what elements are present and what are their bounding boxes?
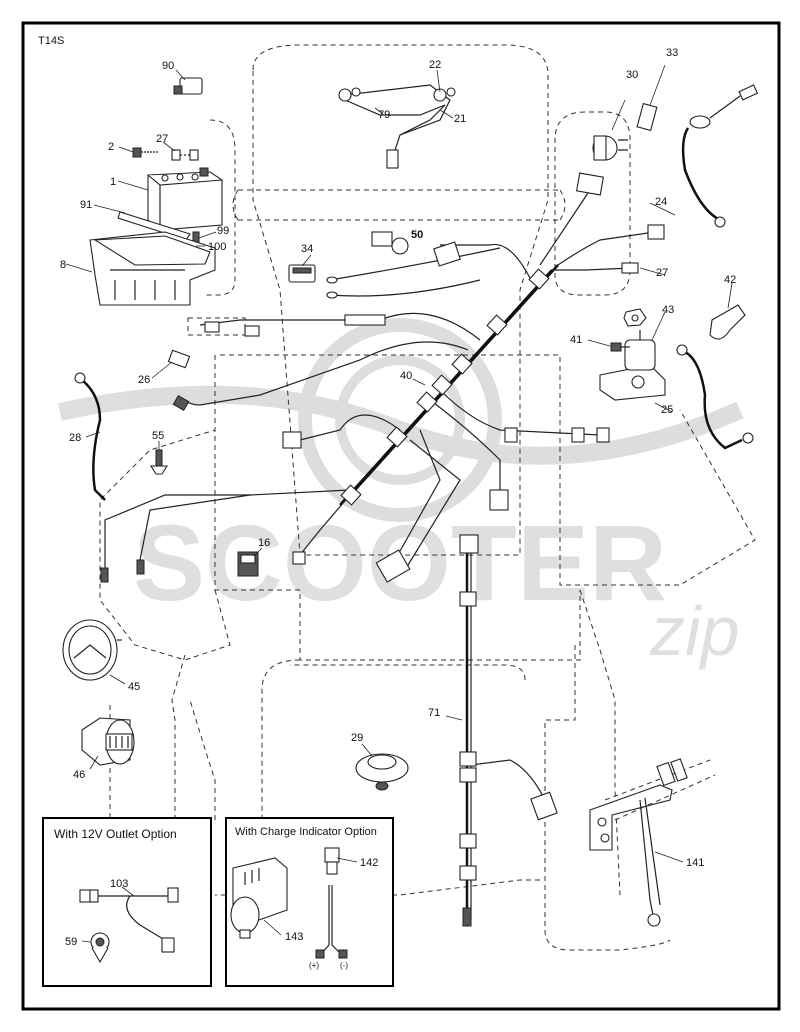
callout-34: 34 bbox=[301, 243, 313, 255]
charge-option-title: With Charge Indicator Option bbox=[235, 826, 377, 838]
harness-clips bbox=[204, 172, 665, 583]
part-33-connector bbox=[636, 64, 666, 132]
plus-terminal-label: (+) bbox=[309, 961, 319, 970]
callout-22: 22 bbox=[429, 59, 441, 71]
callout-42: 42 bbox=[724, 274, 736, 286]
callout-50: 50 bbox=[411, 229, 423, 241]
callout-30: 30 bbox=[626, 69, 638, 81]
part-16-relay bbox=[237, 551, 259, 577]
outlet-option-title: With 12V Outlet Option bbox=[54, 827, 177, 841]
callout-28: 28 bbox=[69, 432, 81, 444]
outlet-option-box: With 12V Outlet Option bbox=[42, 817, 212, 987]
callout-55: 55 bbox=[152, 430, 164, 442]
callout-21: 21 bbox=[454, 113, 466, 125]
part-29-alarm bbox=[355, 753, 409, 791]
callout-71: 71 bbox=[428, 707, 440, 719]
part-90-connector bbox=[173, 77, 203, 95]
part-103-harness bbox=[79, 887, 179, 953]
diagram-border bbox=[21, 21, 781, 1011]
callout-141: 141 bbox=[686, 857, 704, 869]
part-55-screw bbox=[150, 394, 190, 475]
callout-100: 100 bbox=[208, 241, 226, 253]
part-26-fuse bbox=[167, 349, 191, 369]
callout-1: 1 bbox=[110, 176, 116, 188]
part-142-harness: (+) (-) bbox=[309, 847, 348, 970]
part-27-nut bbox=[171, 149, 199, 161]
part-2-bolt bbox=[132, 147, 158, 158]
callout-33: 33 bbox=[666, 47, 678, 59]
part-43-solenoid bbox=[599, 330, 666, 401]
callout-27b: 27 bbox=[656, 267, 668, 279]
main-harness bbox=[104, 172, 665, 583]
part-30-ignition-switch bbox=[592, 99, 628, 161]
part-41-bolt bbox=[610, 342, 630, 352]
part-45-hour-meter bbox=[62, 619, 122, 681]
callout-45: 45 bbox=[128, 681, 140, 693]
part-50-pto-switch bbox=[371, 231, 461, 267]
callout-90: 90 bbox=[162, 60, 174, 72]
callout-25: 25 bbox=[661, 404, 673, 416]
watermark-suffix: zip bbox=[649, 592, 739, 670]
callout-24: 24 bbox=[655, 196, 667, 208]
callout-41: 41 bbox=[570, 334, 582, 346]
callout-79: 79 bbox=[378, 109, 390, 121]
callout-8: 8 bbox=[60, 259, 66, 271]
callout-26: 26 bbox=[138, 374, 150, 386]
diagram-code: T14S bbox=[38, 35, 64, 47]
callout-103: 103 bbox=[110, 878, 128, 890]
callout-46: 46 bbox=[73, 769, 85, 781]
callout-27a: 27 bbox=[156, 133, 168, 145]
part-143-indicator bbox=[230, 857, 288, 939]
part-8-battery-tray bbox=[89, 231, 216, 306]
wire-ends bbox=[100, 559, 145, 583]
tractor-outline bbox=[99, 44, 756, 951]
charge-option-box: With Charge Indicator Option (+) (-) bbox=[225, 817, 394, 987]
part-25-cable bbox=[676, 344, 754, 450]
part-71-harness bbox=[459, 534, 558, 927]
part-141-interlock bbox=[589, 758, 716, 927]
part-1-battery bbox=[147, 167, 223, 231]
callout-142: 142 bbox=[360, 857, 378, 869]
part-27-nut-b bbox=[623, 308, 647, 327]
callout-43: 43 bbox=[662, 304, 674, 316]
headlight-harness bbox=[338, 84, 456, 169]
callout-143: 143 bbox=[285, 931, 303, 943]
part-46-display bbox=[81, 717, 135, 766]
callout-40: 40 bbox=[400, 370, 412, 382]
callout-91: 91 bbox=[80, 199, 92, 211]
leader-lines bbox=[65, 69, 733, 943]
battery-assembly bbox=[89, 77, 223, 306]
part-28-cable bbox=[74, 372, 106, 501]
minus-terminal-label: (-) bbox=[340, 961, 348, 970]
part-59-outlet bbox=[90, 932, 110, 964]
part-24-cable bbox=[681, 84, 759, 228]
callout-16: 16 bbox=[258, 537, 270, 549]
callout-29: 29 bbox=[351, 732, 363, 744]
callout-99: 99 bbox=[217, 225, 229, 237]
callout-labels: 90 2 27 1 91 99 100 8 22 79 21 50 34 30 … bbox=[60, 47, 736, 948]
part-42-boot bbox=[709, 304, 746, 340]
callout-2: 2 bbox=[108, 141, 114, 153]
callout-59: 59 bbox=[65, 936, 77, 948]
part-34-switch bbox=[288, 264, 316, 283]
